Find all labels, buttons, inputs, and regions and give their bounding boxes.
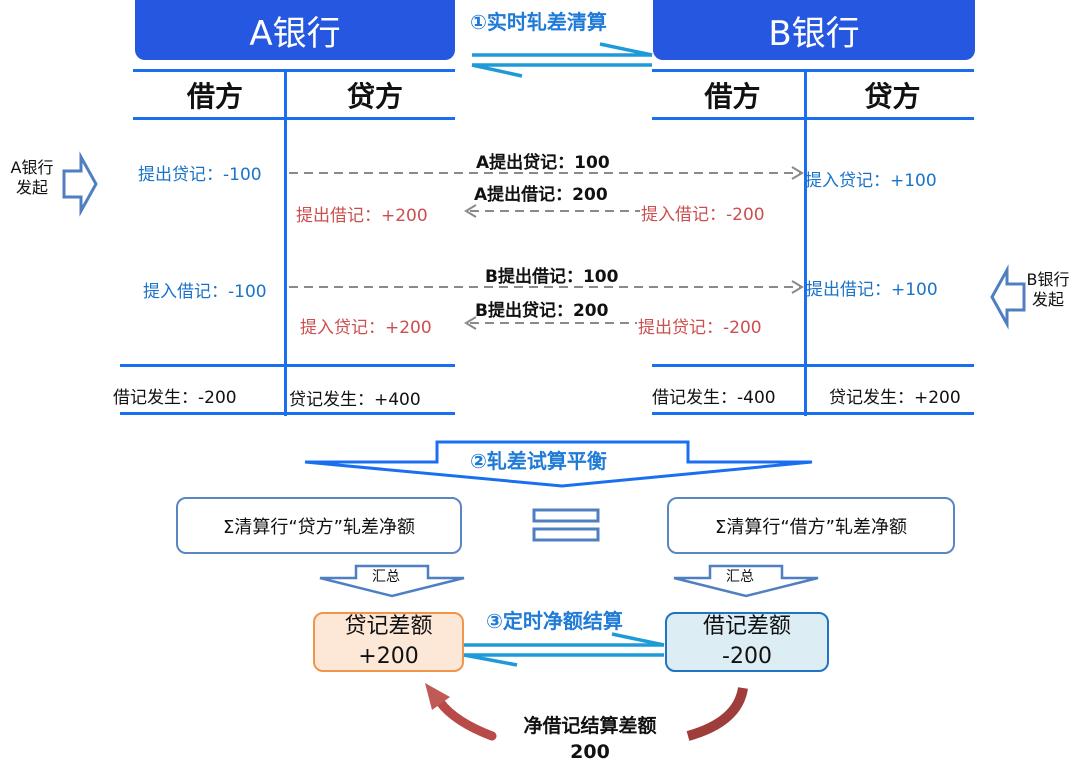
a-debit-out-flow-label: A提出借记：200: [474, 185, 608, 205]
bank-b-header-line: [652, 117, 974, 120]
bank-b-credit-column: 贷方: [864, 80, 921, 113]
a-debit-out-arrowhead-icon: [464, 204, 477, 218]
bank-b-debit-out-entry: 提出借记：+100: [806, 280, 938, 300]
curve-from-debit-box-icon: [686, 686, 748, 741]
debit-net-sum-box: Σ清算行“借方”轧差净额: [667, 497, 955, 554]
a-credit-out-arrowhead-icon: [791, 166, 804, 180]
bank-b-credit-in-entry: 提入贷记：+100: [805, 171, 937, 191]
bank-a-top-line: [133, 69, 455, 72]
bank-b-credit-out-entry: 提出贷记：-200: [638, 318, 762, 338]
bank-a-debit-total: 借记发生：-200: [113, 388, 237, 408]
credit-difference-box: 贷记差额 +200: [313, 612, 464, 672]
summary-right-label: 汇总: [726, 569, 754, 585]
trial-balance-arrow-icon: [304, 440, 813, 488]
bank-b-debit-column: 借方: [704, 80, 761, 113]
credit-net-sum-box: Σ清算行“贷方”轧差净额: [176, 497, 462, 554]
bank-b-divider: [804, 69, 807, 416]
credit-difference-value: +200: [358, 644, 419, 669]
bank-b-total-line: [652, 364, 974, 367]
curve-to-credit-box-icon: [435, 697, 497, 741]
summary-left-label: 汇总: [372, 569, 400, 585]
bank-b-top-line: [652, 69, 974, 72]
debit-difference-box: 借记差额 -200: [665, 612, 829, 672]
bank-a-debit-out-entry: 提出借记：+200: [296, 206, 428, 226]
net-settlement-arrows-icon: [463, 632, 665, 667]
step3-label: ③定时净额结算: [486, 609, 623, 633]
bank-b-header: B银行: [653, 0, 975, 60]
summary-right-arrow-icon: [673, 564, 819, 598]
net-debit-settlement-label: 净借记结算差额 200: [505, 713, 675, 765]
bank-a-divider: [284, 69, 287, 416]
b-debit-out-flow-label: B提出借记：100: [485, 267, 619, 287]
curve-arrowhead-icon: [425, 683, 450, 710]
bank-a-credit-column: 贷方: [346, 80, 403, 113]
bank-b-credit-total: 贷记发生：+200: [829, 388, 961, 408]
step1-label: ①实时轧差清算: [470, 10, 607, 34]
bank-a-bottom-line: [120, 412, 455, 415]
bank-a-credit-in-entry: 提入贷记：+200: [300, 318, 432, 338]
bank-a-credit-out-entry: 提出贷记：-100: [138, 165, 262, 185]
a-credit-out-flow-label: A提出贷记：100: [476, 153, 610, 173]
bank-a-title: A银行: [249, 13, 341, 54]
debit-difference-title: 借记差额: [702, 614, 791, 639]
bank-a-initiate-arrow-icon: [62, 151, 98, 217]
bank-b-debit-in-entry: 提入借记：-200: [641, 205, 765, 225]
flow-arrows: [289, 166, 804, 330]
bank-b-title: B银行: [768, 13, 860, 54]
bank-a-debit-column: 借方: [186, 80, 243, 113]
net-debit-settlement-value: 200: [570, 741, 610, 763]
net-debit-settlement-title: 净借记结算差额: [523, 715, 657, 737]
credit-difference-title: 贷记差额: [344, 614, 433, 639]
b-debit-out-arrowhead-icon: [791, 280, 804, 294]
bank-b-initiator-label: B银行 发起: [1026, 270, 1070, 309]
realtime-exchange-arrows-icon: [471, 42, 653, 78]
bank-a-debit-in-entry: 提入借记：-100: [143, 282, 267, 302]
debit-difference-value: -200: [722, 644, 772, 669]
bank-a-header: A银行: [135, 0, 455, 60]
b-credit-out-flow-label: B提出贷记：200: [475, 301, 609, 321]
bank-a-initiator-label: A银行 发起: [10, 158, 54, 197]
bank-a-total-line: [120, 364, 455, 367]
bank-b-debit-total: 借记发生：-400: [652, 388, 776, 408]
bank-b-bottom-line: [652, 412, 974, 415]
bank-a-header-line: [133, 117, 455, 120]
step2-label: ②轧差试算平衡: [470, 449, 607, 473]
bank-b-initiate-arrow-icon: [990, 264, 1026, 330]
equals-icon: [532, 508, 600, 542]
summary-left-arrow-icon: [319, 564, 465, 598]
bank-a-credit-total: 贷记发生：+400: [289, 390, 421, 410]
b-credit-out-arrowhead-icon: [464, 316, 477, 330]
